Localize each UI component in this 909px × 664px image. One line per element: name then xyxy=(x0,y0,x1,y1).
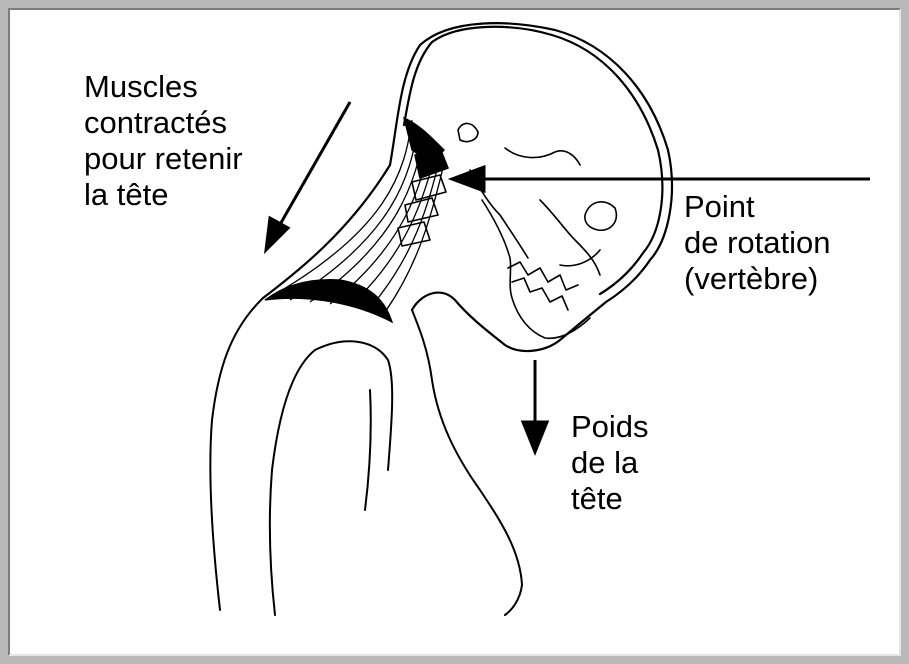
muscles-label-line: pour retenir xyxy=(84,141,243,177)
muscles-label: Muscles contractés pour retenir la tête xyxy=(84,69,243,213)
muscles-label-line: Muscles xyxy=(84,69,243,105)
skull xyxy=(458,123,616,338)
weight-label-line: de la xyxy=(571,445,649,481)
pivot-label-line: (vertèbre) xyxy=(684,261,831,297)
pivot-label-line: Point xyxy=(684,189,831,225)
muscles-label-line: contractés xyxy=(84,105,243,141)
head-outline xyxy=(263,23,672,351)
weight-label-line: Poids xyxy=(571,409,649,445)
muscle-arrow xyxy=(266,102,350,250)
pivot-label: Point de rotation (vertèbre) xyxy=(684,189,831,297)
muscles-label-line: la tête xyxy=(84,177,243,213)
pivot-label-line: de rotation xyxy=(684,225,831,261)
weight-arrow xyxy=(523,360,547,452)
weight-label: Poids de la tête xyxy=(571,409,649,517)
weight-label-line: tête xyxy=(571,481,649,517)
body-outline xyxy=(210,298,522,615)
